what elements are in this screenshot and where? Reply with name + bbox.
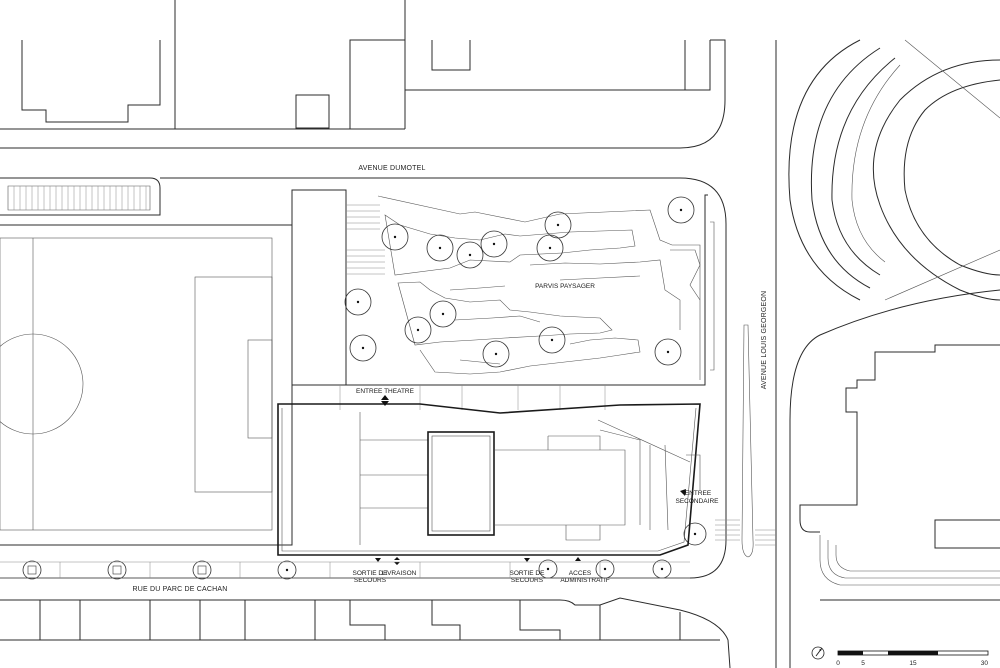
tree — [544, 211, 572, 239]
tree — [349, 334, 377, 362]
scale-tick-3: 30 — [981, 660, 989, 667]
admin-label-1: ACCES — [569, 570, 592, 577]
theatre-entry-label: ENTREE THEATRE — [356, 388, 415, 395]
tree — [480, 230, 508, 258]
scale-bar: 0 5 15 30 — [836, 650, 989, 667]
tree — [381, 223, 409, 251]
parvis-plaza — [291, 189, 708, 410]
admin-label-2: ADMINISTRATIF — [560, 577, 609, 584]
exit-b-label-1: SORTIE DE — [510, 570, 546, 577]
roundabout — [788, 39, 1000, 301]
south-street — [0, 561, 731, 668]
exit-a-label-2: SECOURS — [354, 577, 387, 584]
tree — [595, 559, 615, 579]
tree — [667, 196, 695, 224]
tree-group — [22, 196, 707, 580]
tree — [652, 559, 672, 579]
admin-arrow-icon — [575, 557, 581, 561]
tree — [536, 234, 564, 262]
east-block — [789, 289, 1000, 668]
north-city-block — [0, 0, 726, 149]
secondary-entry-label-2: SECONDAIRE — [676, 498, 720, 505]
tree — [482, 340, 510, 368]
street-label-north: AVENUE DUMOTEL — [358, 165, 425, 172]
tree — [426, 234, 454, 262]
theatre-building — [277, 403, 701, 556]
street-label-south: RUE DU PARC DE CACHAN — [132, 586, 227, 593]
scale-tick-1: 5 — [861, 660, 865, 667]
secondary-entry-icon — [680, 489, 686, 496]
site-road-edge — [0, 177, 727, 579]
exit-a-label-1: SORTIE DE — [353, 570, 389, 577]
tree — [429, 300, 457, 328]
tree — [192, 560, 212, 580]
parvis-label: PARVIS PAYSAGER — [535, 283, 595, 290]
scale-tick-0: 0 — [836, 660, 840, 667]
tree — [654, 338, 682, 366]
exit-arrow-icon — [524, 558, 530, 562]
exit-arrow-icon — [375, 558, 381, 562]
tree — [107, 560, 127, 580]
delivery-label: LIVRAISON — [382, 570, 417, 577]
secondary-entry-label-1: ENTREE — [685, 490, 712, 497]
sports-field-block — [0, 177, 293, 546]
tree — [456, 241, 484, 269]
exit-b-label-2: SECOURS — [511, 577, 544, 584]
tree — [22, 560, 42, 580]
tree — [538, 326, 566, 354]
tree — [344, 288, 372, 316]
delivery-icon — [394, 557, 400, 565]
tree — [404, 316, 432, 344]
north-arrow-icon — [811, 646, 825, 660]
scale-tick-2: 15 — [909, 660, 917, 667]
street-label-east: AVENUE LOUIS GEORGEON — [761, 291, 768, 390]
east-avenue — [710, 40, 777, 668]
tree — [683, 522, 707, 546]
double-arrow-icon — [381, 395, 389, 406]
tree — [277, 560, 297, 580]
